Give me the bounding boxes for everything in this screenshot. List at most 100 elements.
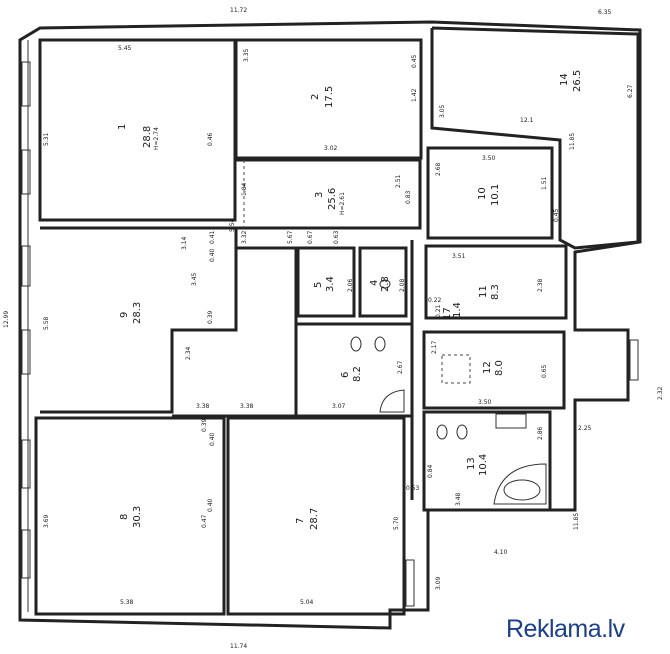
room-number: 10 [477,187,488,200]
sink-icon [495,413,527,429]
dimension-label: 3.45 [191,272,198,286]
room-area: 28.7 [309,508,320,530]
room-area: 26.5 [572,70,583,92]
dimension-label: 0.53 [406,485,420,492]
room-number: 8 [119,514,130,520]
window [21,439,31,489]
dimension-label: 6.35 [598,9,612,16]
dimension-label: 2.17 [431,340,438,354]
dimension-label: 0.45 [553,208,560,222]
room-number: 9 [119,312,130,318]
dimension-label: 2.06 [347,278,354,292]
room-area: 1.4 [452,302,463,318]
bathtub-icon [493,463,547,505]
dimension-label: 3.07 [332,403,346,410]
dimension-label: 1.84 [241,182,248,196]
windows [21,61,639,607]
watermark-main: Reklama [506,614,602,643]
dimension-label: 0.63 [333,230,340,244]
room-2-outline [234,38,423,160]
room-4-outline [358,246,408,318]
room-number: 11 [478,285,489,298]
room-1-outline [38,38,237,222]
dimension-label: 3.38 [240,403,254,410]
dimension-label: 0.22 [428,297,442,304]
dimension-label: 2.34 [185,346,192,360]
dimension-labels: 11.72 6.35 5.45 5.31 0.46 3.35 0.45 1.42… [3,7,664,650]
dimension-label: 0.41 [209,230,216,244]
dimension-label: 0.40 [209,248,216,262]
dimension-label: 5.54 [229,218,236,232]
room-area: 10.1 [490,184,501,206]
window [21,245,31,287]
dimension-label: 12.99 [3,311,10,328]
dimension-label: 12.1 [520,117,534,124]
dimension-label: 3.32 [241,230,248,244]
room-number: 17 [442,307,453,320]
room-height: H=2.74 [153,127,160,150]
dimension-label: 0.83 [405,190,412,204]
room-area: 3.4 [325,276,336,292]
dimension-label: 3.14 [181,236,188,250]
dimension-label: 5.45 [118,45,132,52]
dimension-label: 0.21 [435,304,442,318]
room-number: 1 [117,124,128,130]
room-number: 6 [340,372,351,378]
dimension-label: 3.69 [43,514,50,528]
room-10-outline [426,146,554,240]
interior-walls [34,26,640,616]
window [21,329,31,375]
room-labels: 1 28.8 H=2.74 2 17.5 3 25.6 H=2.61 4 2.8… [117,70,583,530]
room-area: 25.6 [327,188,338,210]
dimension-label: 0.39 [201,418,208,432]
room-3-outline [236,158,422,230]
dimension-label: 11.85 [569,133,576,150]
dimension-label: 5.70 [393,516,400,530]
room-area: 2.8 [380,276,391,292]
dimension-label: 0.46 [207,132,214,146]
dimension-label: 3.09 [435,576,442,590]
window [405,559,415,607]
dimension-label: 11.74 [230,643,247,650]
dimension-label: 2.51 [395,174,402,188]
shower-icon [379,389,405,413]
dimension-label: 3.02 [324,145,338,152]
dimension-label: 2.32 [657,386,664,400]
dimension-label: 3.35 [243,48,250,62]
room-area: 10.4 [478,454,489,476]
dimension-label: 1.42 [411,88,418,102]
dimension-label: 0.67 [307,230,314,244]
room-number: 5 [313,282,324,288]
bathtub-basin-icon [503,479,541,501]
dimension-label: 5.31 [43,132,50,146]
room-area: 28.8 [142,126,153,148]
dimension-label: 11.85 [573,513,580,530]
room-5-outline [296,246,356,318]
dimension-label: 0.47 [201,514,208,528]
dimension-label: 2.08 [399,278,406,292]
dimension-label: 2.67 [397,360,404,374]
dimension-label: 0.84 [427,464,434,478]
room-14-outline [430,26,640,250]
dimension-label: 1.51 [541,176,548,190]
dimension-label: 0.39 [207,310,214,324]
dimension-label: 3.48 [455,492,462,506]
room-8-outline [34,416,226,616]
toilet-icon [374,336,386,352]
dimension-label: 5.67 [287,230,294,244]
window [629,339,639,381]
dimension-label: 0.45 [411,54,418,68]
dimension-label: 0.40 [207,498,214,512]
room-area: 17.5 [324,86,335,108]
window [21,61,31,107]
room-height: H=2.61 [339,192,346,215]
toilet-icon [350,336,362,352]
dashed-fixture [441,354,471,384]
dimension-label: 5.58 [43,316,50,330]
dimension-label: 2.86 [537,426,544,440]
dimension-label: 0.40 [209,432,216,446]
reklama-watermark: Reklama.lv [506,612,666,646]
dimension-label: 5.04 [300,599,314,606]
dimension-label: 0.65 [541,364,548,378]
